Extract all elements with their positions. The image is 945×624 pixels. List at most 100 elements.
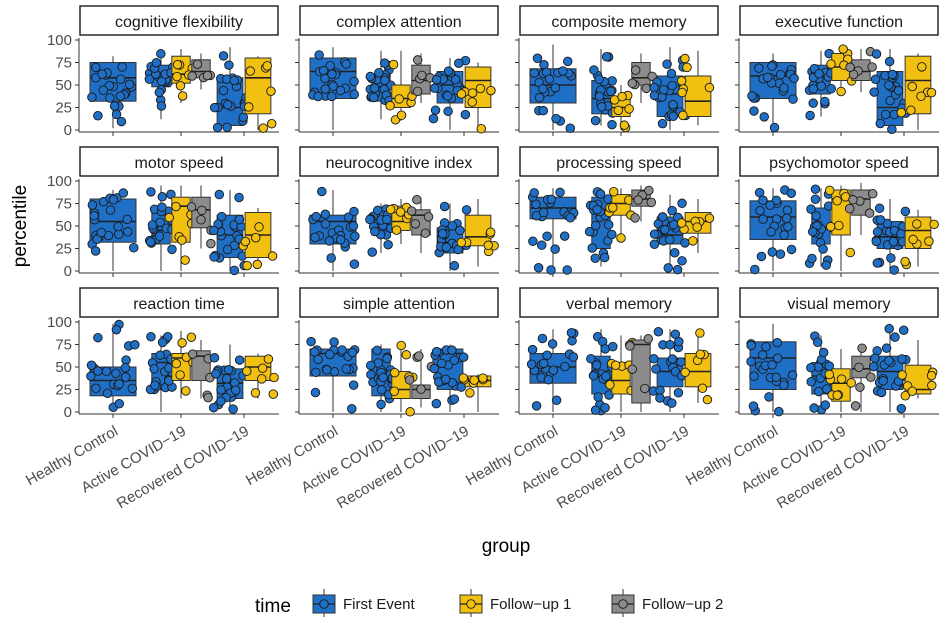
data-point [223,100,233,110]
data-point [762,72,773,83]
data-point [369,83,380,93]
box-follow-up-2 [630,185,657,223]
data-point [669,219,679,230]
data-point [605,379,615,390]
data-point [93,111,103,121]
data-point [367,247,377,257]
data-point [172,59,183,70]
data-point [884,323,894,334]
data-point [317,186,327,197]
data-point [117,62,127,72]
data-point [335,234,346,245]
data-point [449,355,460,365]
data-point [601,371,611,381]
data-point [314,50,324,60]
data-point [774,406,784,417]
data-point [816,81,826,91]
data-point [603,220,614,230]
data-point [590,115,601,126]
data-point [746,356,756,367]
data-point [242,260,252,271]
data-point [391,225,402,235]
data-point [166,189,176,200]
data-point [630,65,641,75]
box-first-event [306,336,360,414]
data-point [897,354,907,364]
data-point [467,88,478,98]
data-point [808,98,818,108]
data-point [416,384,426,394]
data-point [649,229,660,239]
data-point [758,195,768,206]
data-point [156,101,167,111]
data-point [365,214,375,225]
data-point [145,237,156,247]
data-point [423,212,434,222]
data-point [447,345,457,355]
data-point [454,58,464,68]
data-point [874,203,885,214]
data-point [91,62,101,73]
y-tick-label: 25 [55,100,72,117]
data-point [826,84,836,94]
data-point [172,71,182,82]
data-point [807,226,818,237]
box-first-event [209,47,251,133]
data-point [214,189,225,200]
data-point [676,218,687,228]
data-point [900,256,910,267]
data-point [348,221,359,231]
data-point [483,240,493,251]
data-point [350,231,360,241]
facet-strip [519,287,719,318]
data-point [251,232,261,243]
data-point [820,400,831,410]
data-point [908,234,918,245]
legend-item: First Event [312,589,416,617]
data-point [528,236,538,247]
data-point [341,364,352,374]
data-point [633,195,643,205]
data-point [228,404,238,414]
data-point [348,380,359,390]
data-point [250,388,261,398]
data-point [450,74,461,85]
data-point [209,102,220,113]
y-tick-label: 100 [47,173,72,190]
data-point [836,374,847,384]
data-point [808,84,819,94]
data-point [604,390,614,400]
data-point [443,66,454,76]
facet-panel: processing speed [515,146,719,277]
data-point [758,214,768,224]
data-point [347,403,357,414]
data-point [389,367,400,378]
data-point [410,219,421,229]
data-point [627,364,637,374]
data-point [257,374,267,384]
data-point [677,256,687,266]
data-point [181,386,191,396]
data-point [369,92,379,103]
data-point [659,84,669,95]
data-point [109,101,120,111]
data-point [655,393,665,403]
box-follow-up-1 [242,353,279,399]
data-point [548,365,559,375]
data-point [767,61,777,72]
data-point [318,65,329,76]
box-follow-up-1 [824,349,856,412]
data-point [667,398,677,408]
data-point [546,265,556,275]
data-point [587,243,597,253]
data-point [608,341,618,352]
box-first-event [804,184,838,270]
data-point [428,113,439,124]
data-point [662,59,672,69]
data-point [657,118,668,129]
data-point [211,369,221,379]
legend-title: time [255,596,291,617]
data-point [313,354,323,365]
data-point [151,57,162,68]
data-point [382,214,392,225]
